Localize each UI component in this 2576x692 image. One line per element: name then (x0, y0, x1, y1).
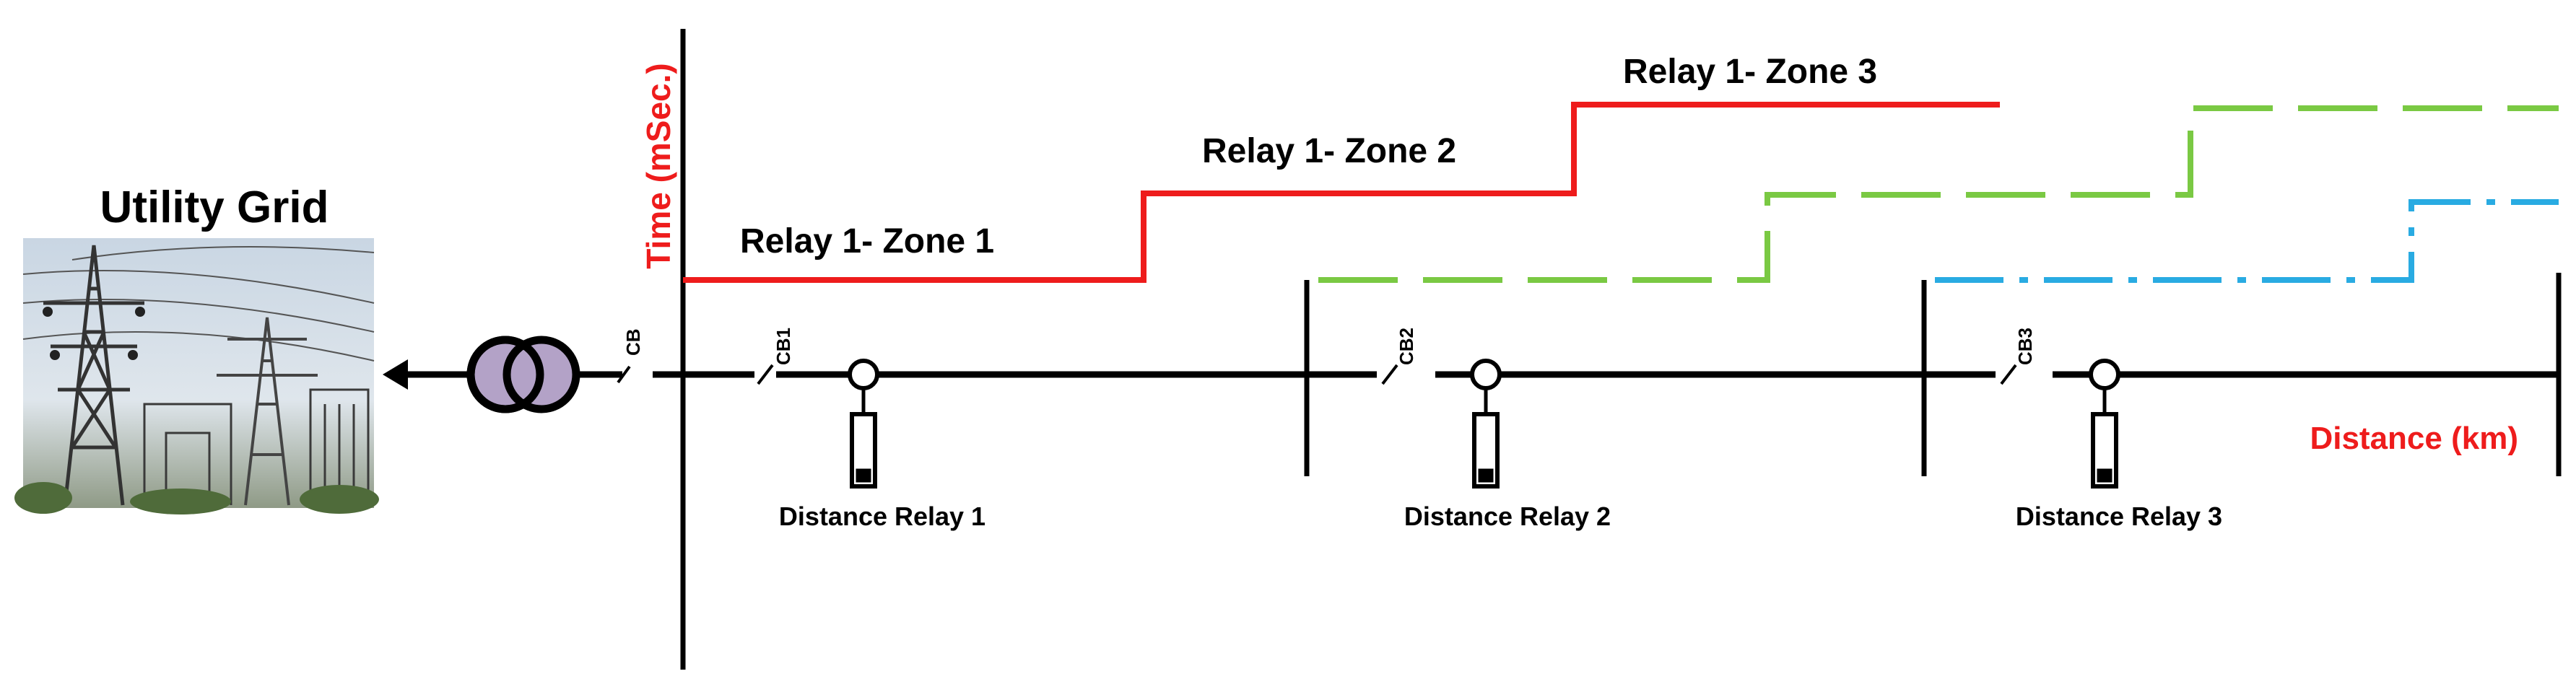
circuit-breaker-main: CB (617, 328, 644, 384)
time-axis: Time (mSec.) (640, 29, 686, 670)
power-transmission-tower-photo (14, 238, 379, 514)
distance-axis-label: Distance (km) (2310, 421, 2518, 456)
breaker-label-cb1: CB1 (773, 328, 794, 365)
distance-relay-1: Distance Relay 1 (779, 359, 985, 531)
relay-2-zones (1318, 105, 2559, 283)
arrow-left-icon (383, 359, 408, 390)
distance-relay-1-label: Distance Relay 1 (779, 502, 985, 531)
breaker-label-cb2: CB2 (1396, 328, 1417, 365)
circuit-breaker-cb3: CB3 (2000, 328, 2036, 385)
distance-relay-icon (848, 359, 879, 489)
bus-bars (1304, 273, 2562, 476)
relay-2-zone-curve (1318, 105, 2559, 283)
circuit-breaker-cb2: CB2 (1381, 328, 1417, 385)
circuit-breaker-icon (2000, 364, 2017, 385)
relay-1-zones: Relay 1- Zone 1 Relay 1- Zone 2 Relay 1-… (683, 53, 2000, 283)
zone-3-label: Relay 1- Zone 3 (1623, 53, 1877, 91)
circuit-breaker-icon (1381, 364, 1398, 385)
time-axis-label: Time (mSec.) (640, 63, 677, 268)
zone-2-label: Relay 1- Zone 2 (1202, 132, 1456, 170)
transformer-icon (466, 336, 580, 413)
breaker-label-cb: CB (622, 328, 644, 356)
breaker-label-cb3: CB3 (2014, 328, 2036, 365)
utility-grid-title: Utility Grid (100, 183, 329, 232)
utility-grid: Utility Grid (14, 183, 379, 514)
grid-connection (383, 336, 622, 413)
circuit-breaker-icon (617, 365, 631, 384)
distance-relay-icon (2089, 359, 2120, 489)
relay-3-zones (1935, 199, 2559, 283)
distance-relay-icon (1470, 359, 1502, 489)
circuit-breaker-cb1: CB1 (757, 328, 794, 385)
relay-3-zone-curve (1935, 199, 2559, 283)
relay-1-zone-curve (683, 102, 2000, 283)
distance-relay-2-label: Distance Relay 2 (1404, 502, 1611, 531)
circuit-breaker-icon (757, 364, 774, 385)
distance-relay-2: Distance Relay 2 (1404, 359, 1611, 531)
distance-relay-3: Distance Relay 3 (2016, 359, 2222, 531)
distance-relay-3-label: Distance Relay 3 (2016, 502, 2222, 531)
zone-1-label: Relay 1- Zone 1 (740, 222, 994, 260)
